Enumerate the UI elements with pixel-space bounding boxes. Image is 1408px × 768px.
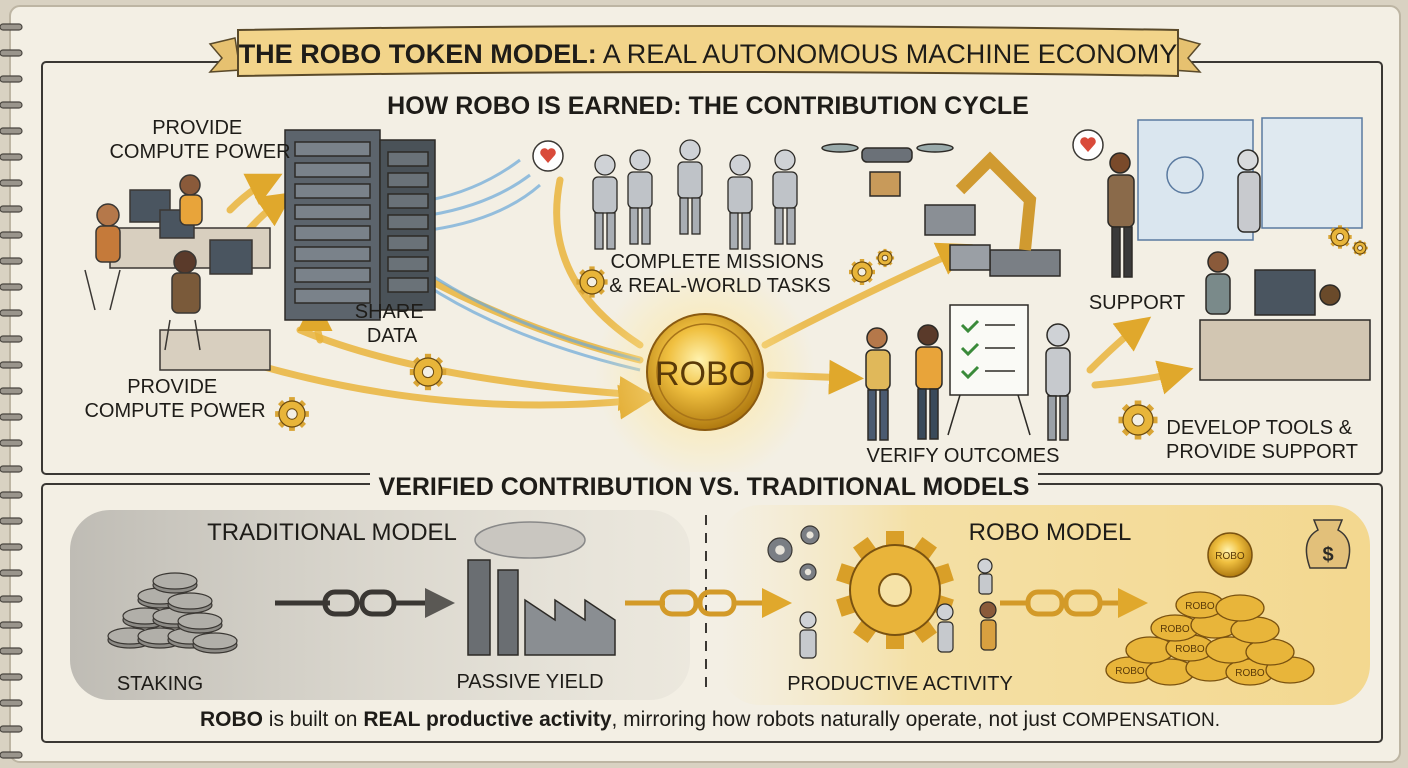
money-bag-symbol: $ bbox=[1322, 544, 1333, 566]
gold-chain-icon bbox=[625, 588, 1148, 618]
broken-chain-icon bbox=[275, 588, 455, 618]
title-banner: THE ROBO TOKEN MODEL: A REAL AUTONOMOUS … bbox=[208, 25, 1202, 78]
gear-icon bbox=[849, 259, 875, 285]
compute-workstations bbox=[84, 174, 271, 371]
gear-icon bbox=[409, 353, 447, 391]
coin-text: ROBO bbox=[1160, 624, 1190, 635]
robot-icon bbox=[677, 139, 703, 235]
robo-coin-icon: ROBO bbox=[1207, 532, 1253, 578]
robot-icon bbox=[772, 149, 798, 245]
heart-bubble-icon bbox=[532, 140, 564, 172]
support-team bbox=[1107, 149, 1371, 381]
label-verify: VERIFY OUTCOMES bbox=[867, 445, 1060, 467]
robo-coin-icon: ROBO bbox=[595, 262, 815, 482]
coin-text: ROBO bbox=[1215, 551, 1245, 562]
robot-icon bbox=[592, 154, 618, 250]
gear-icon bbox=[799, 563, 817, 581]
comparison-heading: VERIFIED CONTRIBUTION VS. TRADITIONAL MO… bbox=[379, 473, 1030, 501]
robo-workers bbox=[799, 558, 997, 659]
coin-text: ROBO bbox=[1185, 601, 1215, 612]
holographic-screens bbox=[1137, 117, 1363, 241]
banner-title: THE ROBO TOKEN MODEL: A REAL AUTONOMOUS … bbox=[239, 39, 1178, 69]
robo-coin-icon bbox=[1215, 594, 1265, 622]
label-missions: COMPLETE MISSIONS & REAL-WORLD TASKS bbox=[609, 251, 831, 297]
staking-coins-icon bbox=[107, 572, 238, 654]
gear-icon bbox=[875, 248, 895, 268]
spiral-binding bbox=[0, 23, 23, 759]
money-bag-icon: $ bbox=[1305, 519, 1351, 569]
label-compute-top: PROVIDE COMPUTE POWER bbox=[109, 117, 290, 163]
coin-text: ROBO bbox=[1175, 644, 1205, 655]
label-compute-bottom: PROVIDE COMPUTE POWER bbox=[84, 376, 265, 422]
label-passive-yield: PASSIVE YIELD bbox=[456, 671, 603, 693]
robo-model-title: ROBO MODEL bbox=[969, 519, 1132, 546]
label-productive-activity: PRODUCTIVE ACTIVITY bbox=[787, 673, 1013, 695]
factory-icon bbox=[467, 521, 616, 656]
label-develop: DEVELOP TOOLS & PROVIDE SUPPORT bbox=[1166, 417, 1358, 463]
label-share-data: SHARE DATA bbox=[355, 301, 429, 347]
gear-icons bbox=[275, 225, 1368, 440]
gear-icon bbox=[800, 525, 820, 545]
robot-icon bbox=[627, 149, 653, 245]
robot-team bbox=[592, 139, 798, 250]
coin-text: ROBO bbox=[1115, 666, 1145, 677]
drone-icon bbox=[821, 143, 954, 197]
comparison-heading-backdrop bbox=[370, 472, 1038, 498]
gear-icon bbox=[576, 266, 608, 298]
gear-icon bbox=[1352, 240, 1368, 256]
coin-text: ROBO bbox=[1235, 668, 1265, 679]
gear-icon bbox=[275, 397, 309, 431]
gear-icon bbox=[1328, 225, 1352, 249]
footer-statement: ROBO is built on REAL productive activit… bbox=[200, 708, 1220, 731]
coin-label: ROBO bbox=[655, 355, 755, 393]
verification-team bbox=[865, 304, 1071, 441]
robotic-arm-icon bbox=[924, 151, 1061, 277]
gear-icon bbox=[767, 537, 793, 563]
label-support: SUPPORT bbox=[1089, 292, 1185, 314]
robo-coin-pile-icon: ROBO ROBO ROBO ROBO ROBO ROBO bbox=[1105, 532, 1315, 686]
label-staking: STAKING bbox=[117, 673, 203, 695]
earned-heading: HOW ROBO IS EARNED: THE CONTRIBUTION CYC… bbox=[387, 92, 1029, 120]
heart-bubble-icon bbox=[1072, 129, 1104, 161]
server-racks bbox=[284, 129, 436, 321]
traditional-title: TRADITIONAL MODEL bbox=[207, 519, 457, 546]
earned-labels: PROVIDE COMPUTE POWER PROVIDE COMPUTE PO… bbox=[84, 117, 1358, 467]
robot-icon bbox=[727, 154, 753, 250]
gear-icon bbox=[1118, 400, 1158, 440]
